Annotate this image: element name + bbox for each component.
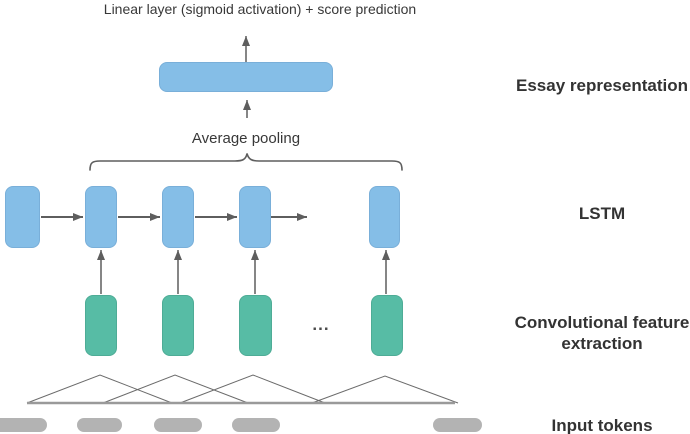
linear-layer-caption: Linear layer (sigmoid activation) + scor…	[103, 1, 417, 17]
input-token-4	[232, 418, 280, 432]
essay-representation-box	[159, 62, 333, 92]
conv-ellipsis: ...	[312, 315, 330, 334]
conv-window-triangle-2	[102, 374, 249, 404]
conv-cell-4	[371, 295, 403, 356]
conv-cell-3	[239, 295, 272, 356]
input-token-1	[0, 418, 47, 432]
label-essay-representation: Essay representation	[516, 76, 688, 95]
conv-cell-2	[162, 295, 194, 356]
lstm-cell-1	[85, 186, 117, 248]
input-token-3	[154, 418, 202, 432]
lstm-cell-0	[5, 186, 40, 248]
input-token-2	[77, 418, 122, 432]
label-convolutional-feature-extraction: Convolutional feature extraction	[514, 313, 690, 353]
average-pooling-brace	[89, 153, 403, 171]
conv-window-triangle-3	[179, 374, 326, 404]
input-token-5	[433, 418, 482, 432]
conv-window-triangle-1	[26, 374, 173, 404]
lstm-cell-4	[369, 186, 400, 248]
conv-cell-1	[85, 295, 117, 356]
average-pooling-caption: Average pooling	[191, 130, 301, 147]
label-input-tokens: Input tokens	[551, 416, 653, 434]
lstm-cell-3	[239, 186, 271, 248]
label-lstm: LSTM	[578, 204, 626, 223]
conv-window-triangle-4	[311, 375, 459, 404]
lstm-cell-2	[162, 186, 194, 248]
